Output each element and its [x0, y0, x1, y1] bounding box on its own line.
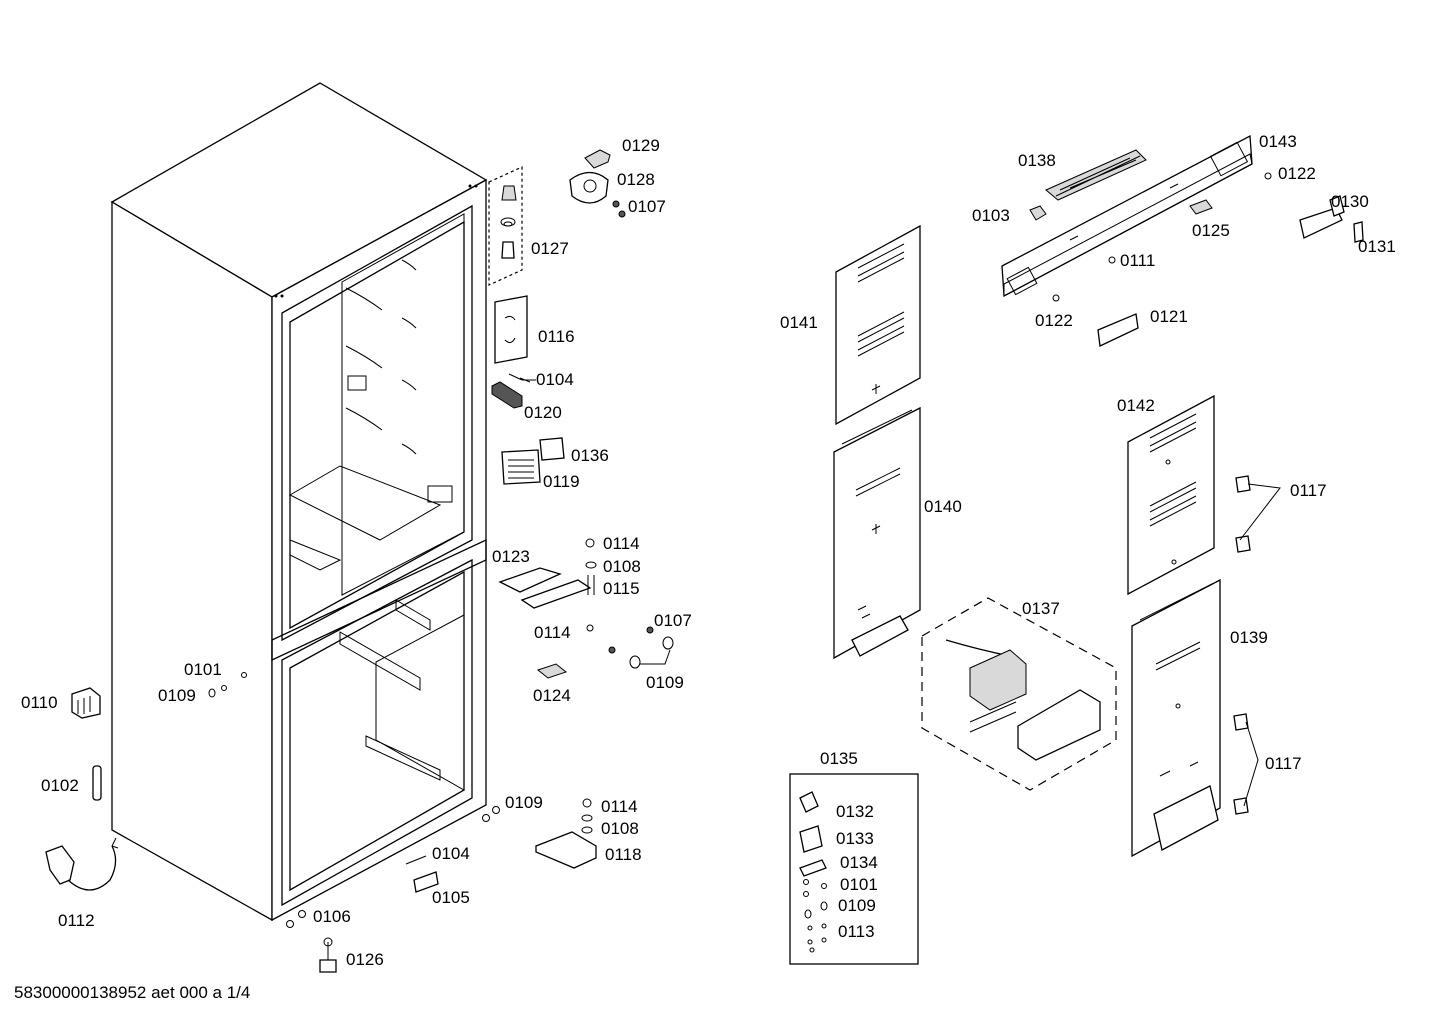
callout-0109: 0109 — [505, 793, 543, 812]
callout-0122: 0122 — [1278, 164, 1316, 183]
callout-0114: 0114 — [534, 623, 571, 642]
callout-0112: 0112 — [58, 911, 95, 930]
handle-kit-0137 — [921, 597, 1117, 791]
callout-0135: 0135 — [820, 749, 858, 768]
callout-0104: 0104 — [536, 370, 574, 389]
screw-kit-box-0135 — [789, 773, 919, 965]
callout-0107: 0107 — [628, 197, 666, 216]
callout-0105: 0105 — [432, 888, 470, 907]
callout-0137: 0137 — [1022, 599, 1060, 618]
callout-0125: 0125 — [1192, 221, 1230, 240]
door-panel-0142 — [1127, 394, 1215, 596]
callout-0134: 0134 — [840, 853, 878, 872]
callout-0115: 0115 — [603, 579, 640, 598]
callout-0104: 0104 — [432, 844, 470, 863]
callout-0120: 0120 — [524, 403, 562, 422]
door-panel-0140 — [833, 406, 921, 660]
callout-0108: 0108 — [603, 557, 641, 576]
callout-0127: 0127 — [531, 239, 569, 258]
callout-0113: 0113 — [838, 922, 875, 941]
callout-0109: 0109 — [158, 686, 196, 705]
terminal-block — [71, 687, 101, 719]
callout-0122: 0122 — [1035, 311, 1073, 330]
control-knob-parts — [501, 437, 565, 485]
callout-0114: 0114 — [603, 534, 640, 553]
hinge-cap-part — [569, 149, 626, 218]
callout-0121: 0121 — [1150, 307, 1188, 326]
door-panel-0141 — [835, 224, 921, 426]
fuse-part — [92, 765, 102, 801]
callout-0116: 0116 — [538, 327, 575, 346]
callout-0118: 0118 — [605, 845, 642, 864]
callout-0106: 0106 — [313, 907, 351, 926]
callout-0101: 0101 — [184, 660, 222, 679]
callout-0141: 0141 — [780, 313, 818, 332]
callout-0107: 0107 — [654, 611, 692, 630]
drawing-id: 58300000138952 aet 000 a 1/4 — [14, 983, 250, 1002]
callout-0109: 0109 — [838, 896, 876, 915]
fridge-cabinet — [110, 82, 488, 922]
callout-0129: 0129 — [622, 136, 660, 155]
door-panel-0139 — [1131, 578, 1221, 858]
callout-0132: 0132 — [836, 802, 874, 821]
callout-0139: 0139 — [1230, 628, 1268, 647]
callout-0119: 0119 — [543, 472, 580, 491]
callout-0128: 0128 — [617, 170, 655, 189]
callout-0108: 0108 — [601, 819, 639, 838]
callout-0101: 0101 — [840, 875, 878, 894]
callout-0124: 0124 — [533, 686, 571, 705]
callout-0126: 0126 — [346, 950, 384, 969]
callout-0114: 0114 — [601, 797, 638, 816]
callout-0138: 0138 — [1018, 151, 1056, 170]
callout-0130: 0130 — [1331, 192, 1369, 211]
callout-0136: 0136 — [571, 446, 609, 465]
callout-0102: 0102 — [41, 776, 79, 795]
callout-0109: 0109 — [646, 673, 684, 692]
callout-0110: 0110 — [21, 693, 58, 712]
callout-0143: 0143 — [1259, 132, 1297, 151]
leader-lines — [522, 379, 1281, 807]
callout-0103: 0103 — [972, 206, 1010, 225]
callout-0133: 0133 — [836, 829, 874, 848]
bottom-parts — [286, 798, 597, 973]
lamp-cover-part — [494, 295, 528, 364]
callout-0131: 0131 — [1358, 237, 1396, 256]
studs-0117-upper — [1235, 475, 1251, 553]
middle-hinge-parts — [498, 538, 674, 679]
control-panel-strip — [1001, 134, 1364, 347]
callout-0140: 0140 — [924, 497, 962, 516]
callout-0142: 0142 — [1117, 396, 1155, 415]
hinge-pin-group — [488, 166, 523, 286]
callout-labels: 0129 0128 0107 0127 0116 0104 0120 0136 … — [21, 132, 1396, 969]
callout-0123: 0123 — [492, 547, 530, 566]
power-cord — [45, 837, 119, 891]
callout-0117: 0117 — [1290, 481, 1327, 500]
screws-left — [208, 672, 247, 698]
callout-0111: 0111 — [1120, 251, 1155, 270]
callout-0117: 0117 — [1265, 754, 1302, 773]
